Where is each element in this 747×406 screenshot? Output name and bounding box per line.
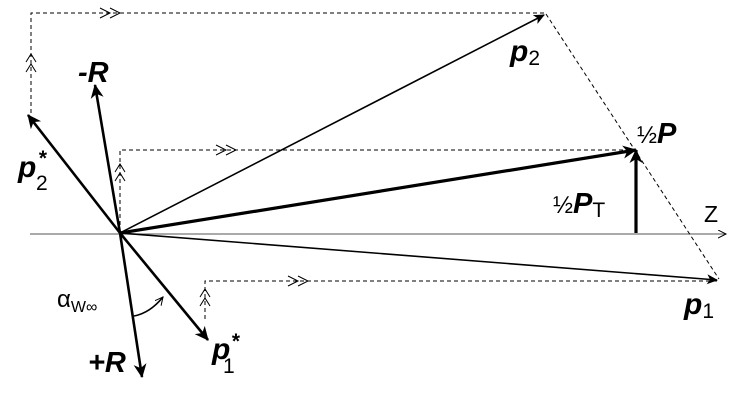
chevron-up-icon (25, 53, 37, 73)
z-axis-label: Z (704, 201, 718, 227)
chevron-markers (25, 7, 310, 307)
chevron-right-icon (287, 275, 310, 287)
label-p1-star-subscript: 1 (223, 355, 235, 378)
label-p1-subscript: 1 (702, 300, 714, 323)
label-plus-R: +R (88, 347, 126, 379)
vector-p1-star (118, 232, 210, 341)
chevron-up-icon (114, 163, 126, 182)
label-p2-subscript: 2 (528, 47, 540, 70)
label-half-P: ½P (637, 118, 677, 150)
chevron-up-icon (199, 288, 211, 307)
vector-p2-star (26, 114, 122, 234)
angle-alpha-arc (133, 297, 163, 317)
vector-p2 (119, 14, 545, 234)
label-minus-R: -R (78, 57, 109, 89)
label-half-PT-symbol: P (573, 188, 593, 220)
label-half-P-symbol: P (657, 118, 677, 150)
label-p2-star-subscript: 2 (36, 172, 48, 195)
label-alpha-symbol: α (57, 286, 71, 313)
label-half-PT-subscript: T (592, 199, 605, 222)
label-p2-star-superscript: * (38, 147, 47, 170)
label-p1-star: p (211, 333, 230, 366)
vector-p1 (119, 232, 718, 285)
dashed-guides (30, 12, 720, 319)
dashed-guide-p2-to-p1 (545, 13, 720, 280)
label-p1-symbol: p (683, 288, 702, 321)
label-half-PT-fraction: ½ (553, 192, 573, 219)
dashed-guide-bottom (204, 280, 719, 319)
label-p1-star-superscript: * (231, 330, 240, 353)
label-p1-star-symbol: p (211, 333, 230, 366)
vector-half-P (119, 145, 637, 235)
vector-minus-R (90, 84, 122, 234)
label-p1: p1 (683, 288, 714, 323)
chevron-right-icon (215, 144, 238, 156)
dashed-guide-top (30, 12, 546, 113)
label-alpha: αW∞ (57, 286, 97, 316)
vector-plus-R (118, 232, 147, 378)
label-alpha-subscript: W∞ (71, 299, 98, 316)
label-p2-symbol: p (509, 35, 528, 68)
label-half-P-fraction: ½ (637, 122, 657, 149)
label-half-PT: ½PT (553, 188, 605, 222)
label-p2-star: p (17, 151, 36, 184)
label-p2: p2 (509, 35, 540, 70)
chevron-right-icon (99, 7, 122, 19)
label-p2-star-symbol: p (17, 151, 36, 184)
